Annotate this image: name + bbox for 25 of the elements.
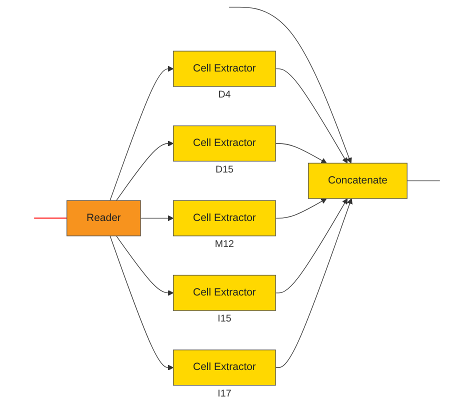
arrow xyxy=(228,6,352,164)
node-box: Cell Extractor xyxy=(173,50,276,87)
node-caption: D4 xyxy=(218,90,231,101)
arrow xyxy=(140,215,174,222)
node-box: Reader xyxy=(66,200,141,236)
arrow xyxy=(110,236,174,370)
node-caption: D15 xyxy=(215,164,234,176)
connector xyxy=(406,180,440,182)
node-box: Cell Extractor xyxy=(173,274,276,311)
connector xyxy=(34,218,67,219)
arrow xyxy=(275,198,327,219)
node-box: Cell Extractor xyxy=(173,125,276,162)
arrow xyxy=(275,198,352,368)
node-caption: M12 xyxy=(214,239,234,250)
arrow xyxy=(275,68,348,164)
node-box: Concatenate xyxy=(308,162,408,199)
arrow xyxy=(110,66,174,201)
arrow xyxy=(275,143,327,164)
node-box: Cell Extractor xyxy=(173,200,276,236)
node-box: Cell Extractor xyxy=(173,350,276,386)
arrow xyxy=(116,140,174,201)
arrow xyxy=(116,236,174,296)
node-caption: I15 xyxy=(218,314,232,325)
arrow xyxy=(275,198,348,294)
node-caption: I17 xyxy=(218,388,232,400)
